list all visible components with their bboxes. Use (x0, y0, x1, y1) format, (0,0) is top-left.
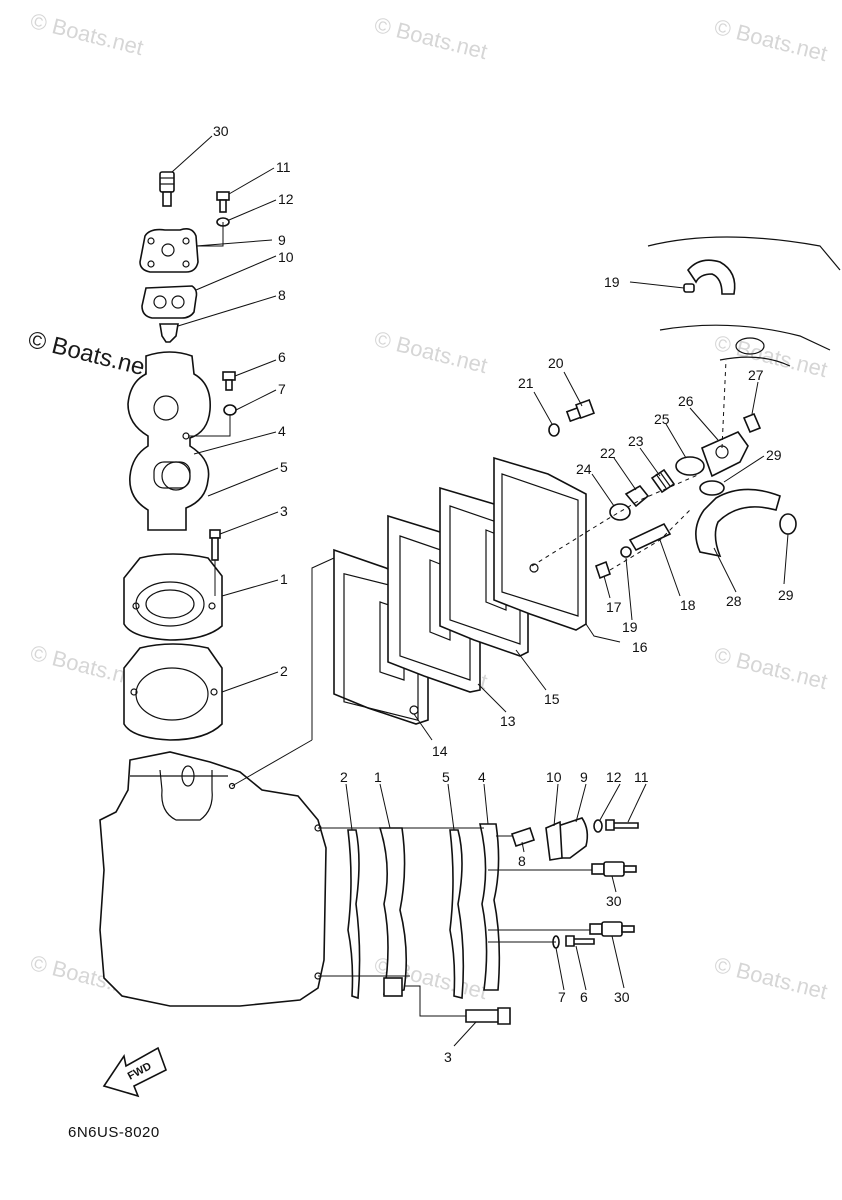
callout-6: 6 (580, 989, 588, 1005)
callout-4: 4 (478, 769, 486, 785)
callout-2: 2 (340, 769, 348, 785)
callout-11: 11 (276, 159, 291, 175)
bolt-6-top (222, 371, 237, 416)
callout-29: 29 (766, 447, 782, 463)
bolt-27 (742, 412, 762, 434)
callout-10: 10 (546, 769, 562, 785)
exhaust-cover-upper (127, 351, 211, 531)
callout-21: 21 (518, 375, 534, 391)
callout-1: 1 (374, 769, 382, 785)
callout-26: 26 (678, 393, 694, 409)
o-ring-19 (620, 546, 632, 558)
spark-plug-top (159, 171, 175, 207)
callout-labels: 30 11 12 9 10 8 6 7 4 5 3 1 2 19 20 21 2… (213, 123, 794, 1065)
cover-4-side (478, 823, 501, 991)
fitting-17 (595, 560, 611, 580)
spark-plug-side-lower (589, 921, 635, 937)
callout-19: 19 (622, 619, 638, 635)
callout-7: 7 (558, 989, 566, 1005)
callout-16: 16 (632, 639, 648, 655)
hose-19-top (686, 259, 736, 295)
gasket-25 (675, 456, 705, 476)
callout-24: 24 (576, 461, 592, 477)
gasket-5-side (449, 829, 465, 1000)
callout-23: 23 (628, 433, 644, 449)
callout-4: 4 (278, 423, 286, 439)
gasket-10 (141, 285, 198, 319)
callout-7: 7 (278, 381, 286, 397)
callout-9: 9 (580, 769, 588, 785)
callout-2: 2 (280, 663, 288, 679)
washer-21 (548, 423, 560, 437)
pipe-18 (628, 522, 672, 552)
callout-17: 17 (606, 599, 622, 615)
callout-8: 8 (278, 287, 286, 303)
washer-24 (609, 503, 631, 521)
gasket-2-side (347, 829, 361, 1000)
callout-19: 19 (604, 274, 620, 290)
callout-leaders (171, 135, 789, 1047)
callout-22: 22 (600, 445, 616, 461)
thermostat-8 (159, 323, 179, 343)
callout-5: 5 (442, 769, 450, 785)
callout-14: 14 (432, 743, 448, 759)
clamp-29 (779, 513, 797, 535)
callout-3: 3 (444, 1049, 452, 1065)
gasket-10-side (545, 820, 563, 861)
cover-16 (493, 456, 587, 631)
callout-12: 12 (278, 191, 294, 207)
fwd-arrow-icon: FWD (102, 1046, 167, 1098)
callout-15: 15 (544, 691, 560, 707)
plate-1-side (378, 827, 408, 996)
callout-13: 13 (500, 713, 516, 729)
callout-29: 29 (778, 587, 794, 603)
bolt-11-top (216, 191, 230, 227)
callout-27: 27 (748, 367, 764, 383)
cylinder-block (99, 751, 327, 1007)
callout-12: 12 (606, 769, 622, 785)
cover-9-side (557, 817, 589, 859)
callout-30: 30 (213, 123, 229, 139)
callout-5: 5 (280, 459, 288, 475)
callout-6: 6 (278, 349, 286, 365)
callout-25: 25 (654, 411, 670, 427)
callout-30: 30 (614, 989, 630, 1005)
callout-30: 30 (606, 893, 622, 909)
hose-28 (695, 488, 781, 558)
valve-22 (624, 484, 650, 508)
bolt-6-side (565, 935, 595, 947)
exhaust-plate-1 (123, 553, 223, 641)
callout-9: 9 (278, 232, 286, 248)
bolt-11-side (605, 819, 639, 831)
callout-1: 1 (280, 571, 288, 587)
callout-10: 10 (278, 249, 294, 265)
spring-23 (650, 468, 676, 494)
housing-26 (700, 431, 749, 478)
bolt-3-top (209, 529, 221, 561)
thermostat-8-side (510, 826, 536, 848)
callout-18: 18 (680, 597, 696, 613)
callout-20: 20 (548, 355, 564, 371)
callout-3: 3 (280, 503, 288, 519)
gasket-2 (123, 643, 223, 741)
callout-11: 11 (634, 769, 649, 785)
diagram-reference-code: 6N6US-8020 (68, 1124, 160, 1141)
callout-28: 28 (726, 593, 742, 609)
callout-8: 8 (518, 853, 526, 869)
bolt-3-side (465, 1007, 511, 1025)
spark-plug-side-upper (591, 861, 637, 877)
hose-outline-bg (647, 236, 841, 271)
